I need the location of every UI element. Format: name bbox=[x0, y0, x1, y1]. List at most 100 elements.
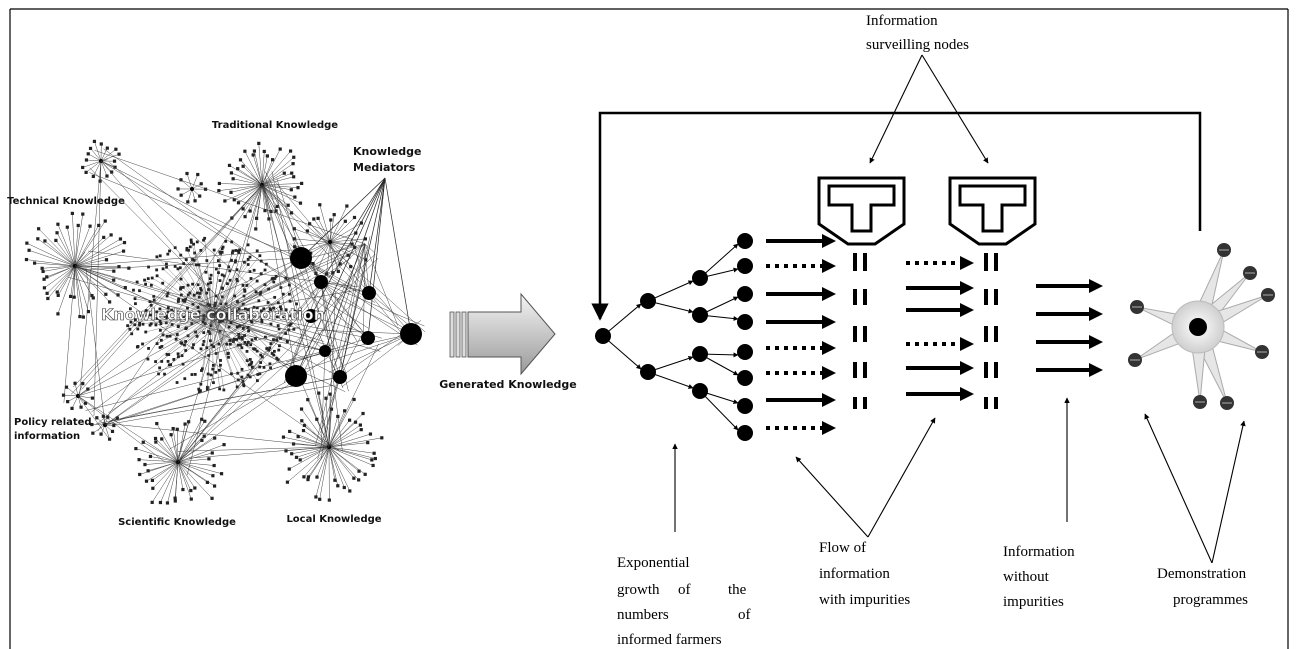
knowledge-mediators-label: Knowledge Mediators bbox=[353, 145, 425, 174]
surveilling-node-2 bbox=[948, 176, 1037, 246]
impurity-bar bbox=[853, 289, 857, 305]
impurity-bar bbox=[994, 397, 998, 409]
flow-head bbox=[822, 393, 836, 407]
flow-dot bbox=[793, 371, 797, 375]
flow-dot bbox=[906, 342, 910, 346]
flow-dot bbox=[784, 371, 788, 375]
flow-head bbox=[822, 421, 836, 435]
farmer-node bbox=[640, 364, 656, 380]
impurity-bar bbox=[984, 362, 988, 378]
impurity-bar bbox=[853, 253, 857, 271]
local-knowledge-label: Local Knowledge bbox=[286, 514, 381, 525]
flow-dot bbox=[793, 346, 797, 350]
flow-head bbox=[1089, 363, 1103, 377]
flow-dot bbox=[775, 371, 779, 375]
flow-head bbox=[960, 281, 974, 295]
impurity-bar bbox=[853, 397, 857, 409]
demonstration-label: Demonstration programmes bbox=[1157, 566, 1250, 608]
flow-dot bbox=[933, 342, 937, 346]
knowledge-network bbox=[24, 139, 426, 505]
impurity-bar bbox=[863, 326, 867, 342]
flow-dot bbox=[802, 371, 806, 375]
impurity-bar bbox=[863, 397, 867, 409]
impurity-bar bbox=[853, 326, 857, 342]
farmer-node bbox=[737, 370, 753, 386]
generated-knowledge-label: Generated Knowledge bbox=[439, 378, 577, 391]
flow-dot bbox=[802, 346, 806, 350]
flow-dot bbox=[766, 371, 770, 375]
small-cluster-a bbox=[81, 139, 121, 183]
impurity-bar bbox=[863, 362, 867, 378]
flow-dot bbox=[811, 264, 815, 268]
flow-head bbox=[1089, 307, 1103, 321]
surveilling-node-1 bbox=[817, 176, 906, 246]
farmer-node bbox=[692, 270, 708, 286]
flow-dot bbox=[811, 426, 815, 430]
farmer-node bbox=[737, 398, 753, 414]
flow-dot bbox=[793, 264, 797, 268]
annotation-arrows bbox=[672, 54, 1246, 564]
flow-dot bbox=[933, 261, 937, 265]
farmer-node bbox=[595, 328, 611, 344]
generated-knowledge-arrow bbox=[449, 292, 556, 376]
flow-head bbox=[960, 337, 974, 351]
flow-dot bbox=[766, 346, 770, 350]
dissemination-tree bbox=[595, 233, 753, 441]
tree-edge bbox=[699, 243, 739, 279]
flow-dot bbox=[951, 261, 955, 265]
farmer-node bbox=[737, 344, 753, 360]
pure-flow-label: Information without impurities bbox=[1003, 544, 1078, 610]
flow-dot bbox=[775, 264, 779, 268]
impure-flow-label: Flow of information with impurities bbox=[819, 540, 910, 608]
flow-dot bbox=[951, 342, 955, 346]
impurity-bar bbox=[863, 253, 867, 271]
farmer-node bbox=[737, 425, 753, 441]
flow-dot bbox=[924, 342, 928, 346]
flow-dot bbox=[784, 264, 788, 268]
flow-dot bbox=[811, 371, 815, 375]
flow-head bbox=[960, 361, 974, 375]
farmer-node bbox=[692, 307, 708, 323]
impurity-bar bbox=[994, 253, 998, 271]
farmer-node bbox=[737, 233, 753, 249]
impurity-bar bbox=[984, 397, 988, 409]
hub-center bbox=[1189, 318, 1207, 336]
traditional-knowledge-label: Traditional Knowledge bbox=[212, 120, 338, 131]
flow-head bbox=[1089, 335, 1103, 349]
policy-info-label: Policy related information bbox=[14, 417, 95, 442]
flow-dot bbox=[802, 426, 806, 430]
flow-head bbox=[822, 315, 836, 329]
flow-head bbox=[822, 341, 836, 355]
impurity-bar bbox=[984, 253, 988, 271]
tree-edge bbox=[647, 280, 694, 302]
impurity-bar bbox=[994, 362, 998, 378]
impurity-bar bbox=[994, 289, 998, 305]
flow-dot bbox=[784, 426, 788, 430]
farmer-node bbox=[737, 286, 753, 302]
flow-dot bbox=[766, 426, 770, 430]
flow-dot bbox=[915, 261, 919, 265]
flow-dot bbox=[811, 346, 815, 350]
flow-head bbox=[822, 366, 836, 380]
flow-dot bbox=[942, 342, 946, 346]
flow-head bbox=[960, 256, 974, 270]
small-cluster-b bbox=[176, 171, 208, 204]
farmer-node bbox=[737, 258, 753, 274]
flow-dot bbox=[766, 264, 770, 268]
flow-head bbox=[822, 259, 836, 273]
flow-head bbox=[1089, 279, 1103, 293]
farmer-node bbox=[692, 346, 708, 362]
mediator-cluster bbox=[292, 203, 368, 276]
impurity-bar bbox=[863, 289, 867, 305]
feedback-loop-arrow bbox=[591, 111, 1202, 321]
impurity-bar bbox=[853, 362, 857, 378]
demonstration-hub bbox=[1128, 243, 1275, 410]
flow-dot bbox=[924, 261, 928, 265]
flow-dot bbox=[784, 346, 788, 350]
flow-dot bbox=[802, 264, 806, 268]
flow-dot bbox=[915, 342, 919, 346]
traditional-cluster bbox=[217, 141, 304, 231]
local-cluster bbox=[281, 391, 384, 502]
